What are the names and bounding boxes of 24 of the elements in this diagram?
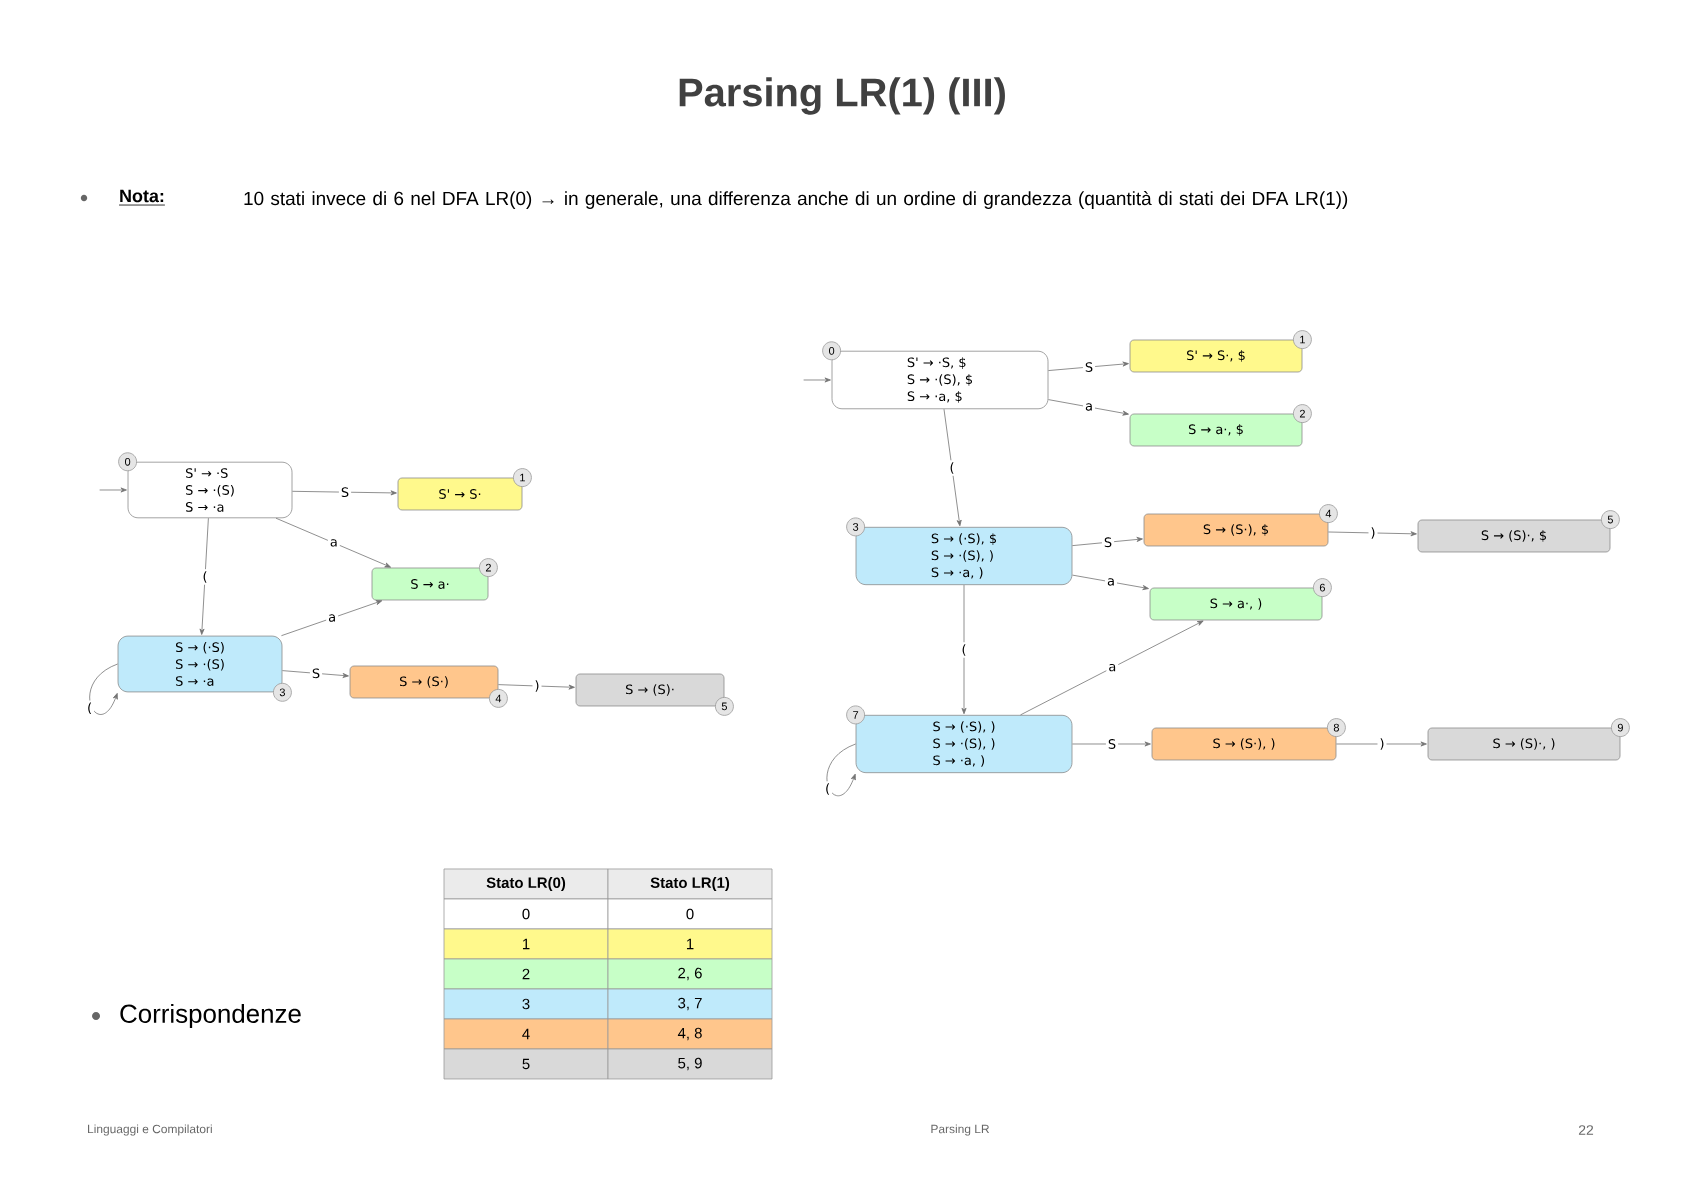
start-arrow: [99, 487, 127, 493]
loop-arrow: [89, 663, 119, 715]
arrow: [292, 490, 397, 496]
arrow: [282, 670, 349, 678]
arrow: [1072, 574, 1149, 591]
arrow: [281, 600, 383, 637]
note-text: 10 stati invece di 6 nel DFA LR(0) → in generale, una differenza anche di un ordine di grandezza (quantità di stati dei DFA LR(1)): [244, 191, 1348, 209]
arrow: [1020, 620, 1204, 716]
arrow: [199, 517, 209, 635]
arrow: [943, 408, 962, 527]
arrow: [498, 684, 575, 690]
arrow: [1328, 531, 1417, 537]
arrow: [1072, 536, 1143, 547]
slide-title: Parsing LR(1) (III): [679, 77, 1005, 115]
section-label: Corrispondenze: [120, 1003, 301, 1029]
start-arrow: [803, 377, 831, 383]
arrow: [275, 517, 391, 568]
arrow: [1072, 741, 1151, 747]
arrow: [1048, 361, 1129, 371]
arrow: [961, 584, 967, 715]
loop-arrow: [826, 743, 856, 797]
arrow: [1336, 741, 1427, 747]
note-heading: Nota:: [118, 189, 166, 206]
arrow: [1048, 399, 1129, 416]
